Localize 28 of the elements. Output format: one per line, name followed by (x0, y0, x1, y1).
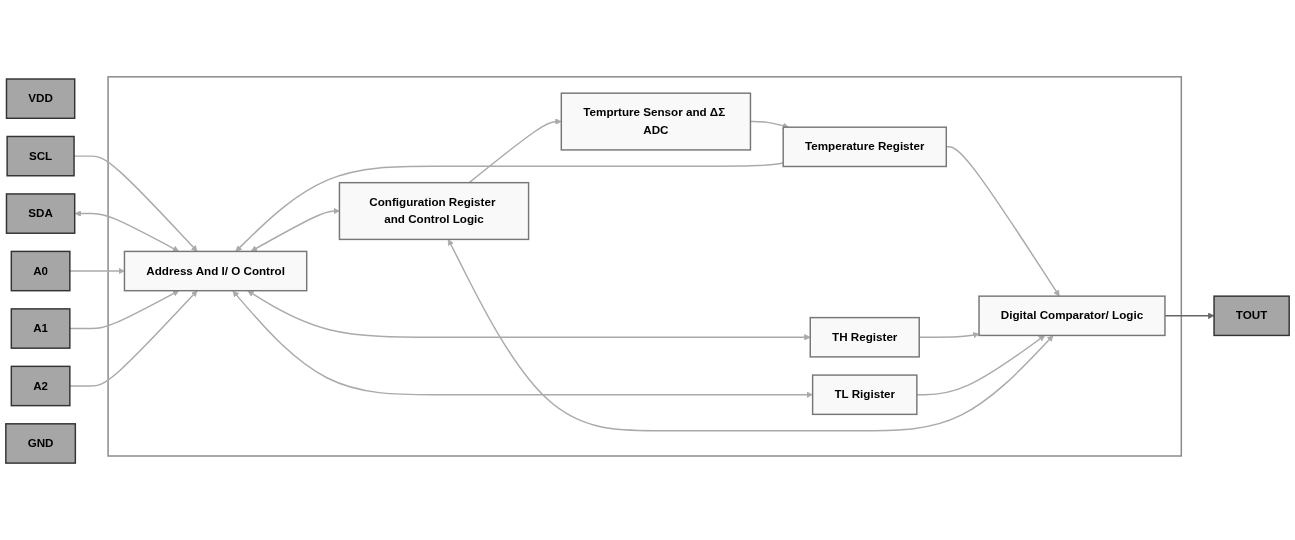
node-box (811, 374, 918, 416)
arrow (468, 118, 562, 184)
node-box (10, 365, 71, 407)
node-box (978, 295, 1166, 337)
arrow (69, 290, 180, 330)
node-box (782, 126, 947, 168)
arrow (448, 239, 1054, 432)
arrow (74, 210, 180, 252)
arrow (1164, 312, 1215, 319)
arrow (69, 290, 198, 387)
node-box (123, 250, 308, 292)
node-box (560, 92, 752, 151)
arrow (247, 290, 811, 341)
cluster (107, 76, 1183, 457)
node-box (1213, 295, 1290, 337)
arrow (69, 267, 125, 275)
node-box (5, 423, 77, 464)
node-box (5, 193, 76, 234)
node-box (809, 316, 920, 358)
node-box (10, 308, 71, 349)
arrow (916, 335, 1046, 396)
arrow (250, 207, 340, 252)
arrow (232, 290, 813, 398)
node-box (5, 78, 76, 120)
node-box (6, 135, 75, 177)
node-box (338, 181, 530, 241)
arrow (235, 162, 784, 252)
node-box (10, 250, 71, 292)
